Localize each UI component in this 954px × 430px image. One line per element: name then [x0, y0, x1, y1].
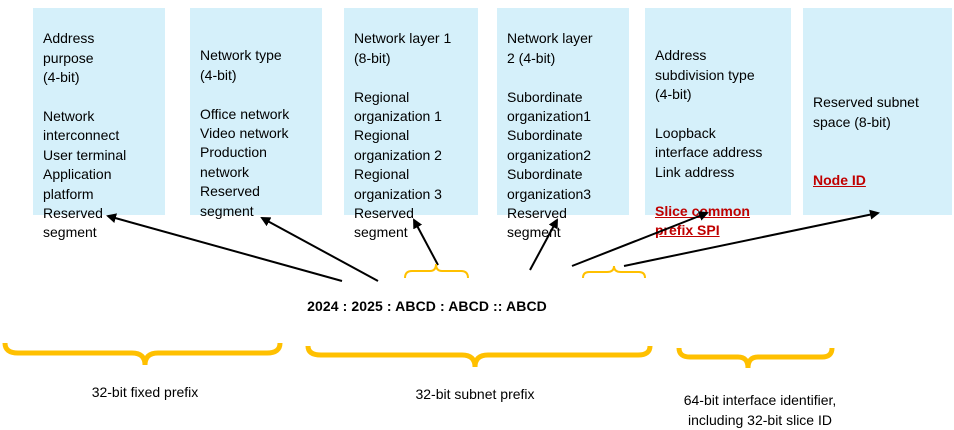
arrow-to-network-type: [260, 217, 379, 282]
address-subdivision-type-box: Address subdivision type (4-bit) Loopbac…: [645, 8, 791, 238]
node-id-label: Node ID: [813, 171, 866, 188]
arrow-to-network-layer-2: [529, 218, 558, 271]
small-brace-network-layer-1: [404, 263, 469, 279]
brace-fixed-prefix: [2, 342, 283, 366]
subnet-prefix-caption: 32-bit subnet prefix: [415, 386, 535, 402]
arrow-to-network-layer-1: [413, 218, 439, 266]
network-layer-1-box: Network layer 1 (8-bit) Regional organiz…: [344, 8, 478, 240]
network-layer-1-text: Network layer 1 (8-bit) Regional organiz…: [354, 30, 452, 241]
address-purpose-text: Address purpose (4-bit) Network intercon…: [43, 30, 127, 241]
network-type-box: Network type (4-bit) Office network Vide…: [190, 8, 322, 219]
reserved-subnet-space-text: Reserved subnet space (8-bit): [813, 94, 919, 130]
fixed-prefix-caption: 32-bit fixed prefix: [91, 384, 199, 400]
ipv6-address: 2024 : 2025 : ABCD : ABCD :: ABCD: [0, 298, 954, 314]
network-type-text: Network type (4-bit) Office network Vide…: [200, 47, 290, 219]
address-subdivision-type-text: Address subdivision type (4-bit) Loopbac…: [655, 47, 763, 180]
brace-subnet-prefix: [305, 345, 653, 368]
arrow-to-address-purpose: [106, 213, 343, 282]
arrow-to-reserved-subnet: [623, 209, 880, 267]
interface-id-caption: 64-bit interface identifier, including 3…: [683, 392, 837, 428]
reserved-subnet-space-box: Reserved subnet space (8-bit) Node ID: [803, 8, 952, 215]
small-brace-subdivision: [582, 265, 646, 279]
address-purpose-box: Address purpose (4-bit) Network intercon…: [33, 8, 165, 240]
slice-common-prefix-spi-label: Slice common prefix SPI: [655, 202, 750, 239]
brace-interface-id: [676, 347, 835, 369]
arrow-to-address-subdivision: [571, 211, 709, 267]
network-layer-2-box: Network layer 2 (4-bit) Subordinate orga…: [497, 8, 629, 240]
ipv6-address-text: 2024 : 2025 : ABCD : ABCD :: ABCD: [307, 298, 547, 314]
network-layer-2-text: Network layer 2 (4-bit) Subordinate orga…: [507, 30, 593, 241]
